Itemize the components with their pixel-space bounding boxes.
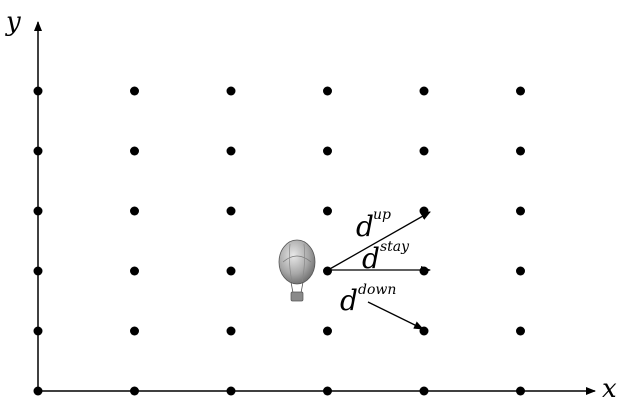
svg-text:stay: stay (380, 239, 410, 255)
x-axis-label: x (602, 374, 617, 399)
grid-point (227, 87, 236, 96)
arrow-down (368, 302, 423, 329)
grid-points (34, 87, 526, 396)
svg-text:d: d (356, 210, 374, 243)
grid-point (34, 327, 43, 336)
grid-point (323, 207, 332, 216)
grid-point (420, 147, 429, 156)
grid-point (130, 87, 139, 96)
svg-text:up: up (373, 207, 391, 223)
grid-point (34, 87, 43, 96)
y-axis-label: y (5, 7, 21, 37)
svg-text:down: down (358, 282, 396, 298)
grid-point (516, 387, 525, 396)
grid-point (227, 267, 236, 276)
grid-point (323, 327, 332, 336)
grid-point (130, 207, 139, 216)
grid-point (227, 327, 236, 336)
grid-point (130, 327, 139, 336)
grid-point (420, 387, 429, 396)
grid-point (130, 267, 139, 276)
grid-point (34, 207, 43, 216)
hot-air-balloon-icon (279, 240, 315, 301)
grid-point (227, 147, 236, 156)
grid-point (323, 147, 332, 156)
grid-point (34, 147, 43, 156)
grid-point (34, 387, 43, 396)
grid-point (323, 387, 332, 396)
grid-point (516, 327, 525, 336)
grid-point (34, 267, 43, 276)
grid-point (516, 267, 525, 276)
grid-point (516, 147, 525, 156)
grid-point (227, 207, 236, 216)
grid-point (130, 147, 139, 156)
grid-point (130, 387, 139, 396)
grid-point (516, 87, 525, 96)
svg-text:d: d (340, 284, 358, 317)
svg-text:d: d (362, 242, 380, 275)
grid-point (516, 207, 525, 216)
grid-point (323, 87, 332, 96)
grid-point (420, 267, 429, 276)
grid-point (227, 387, 236, 396)
grid-point (420, 87, 429, 96)
